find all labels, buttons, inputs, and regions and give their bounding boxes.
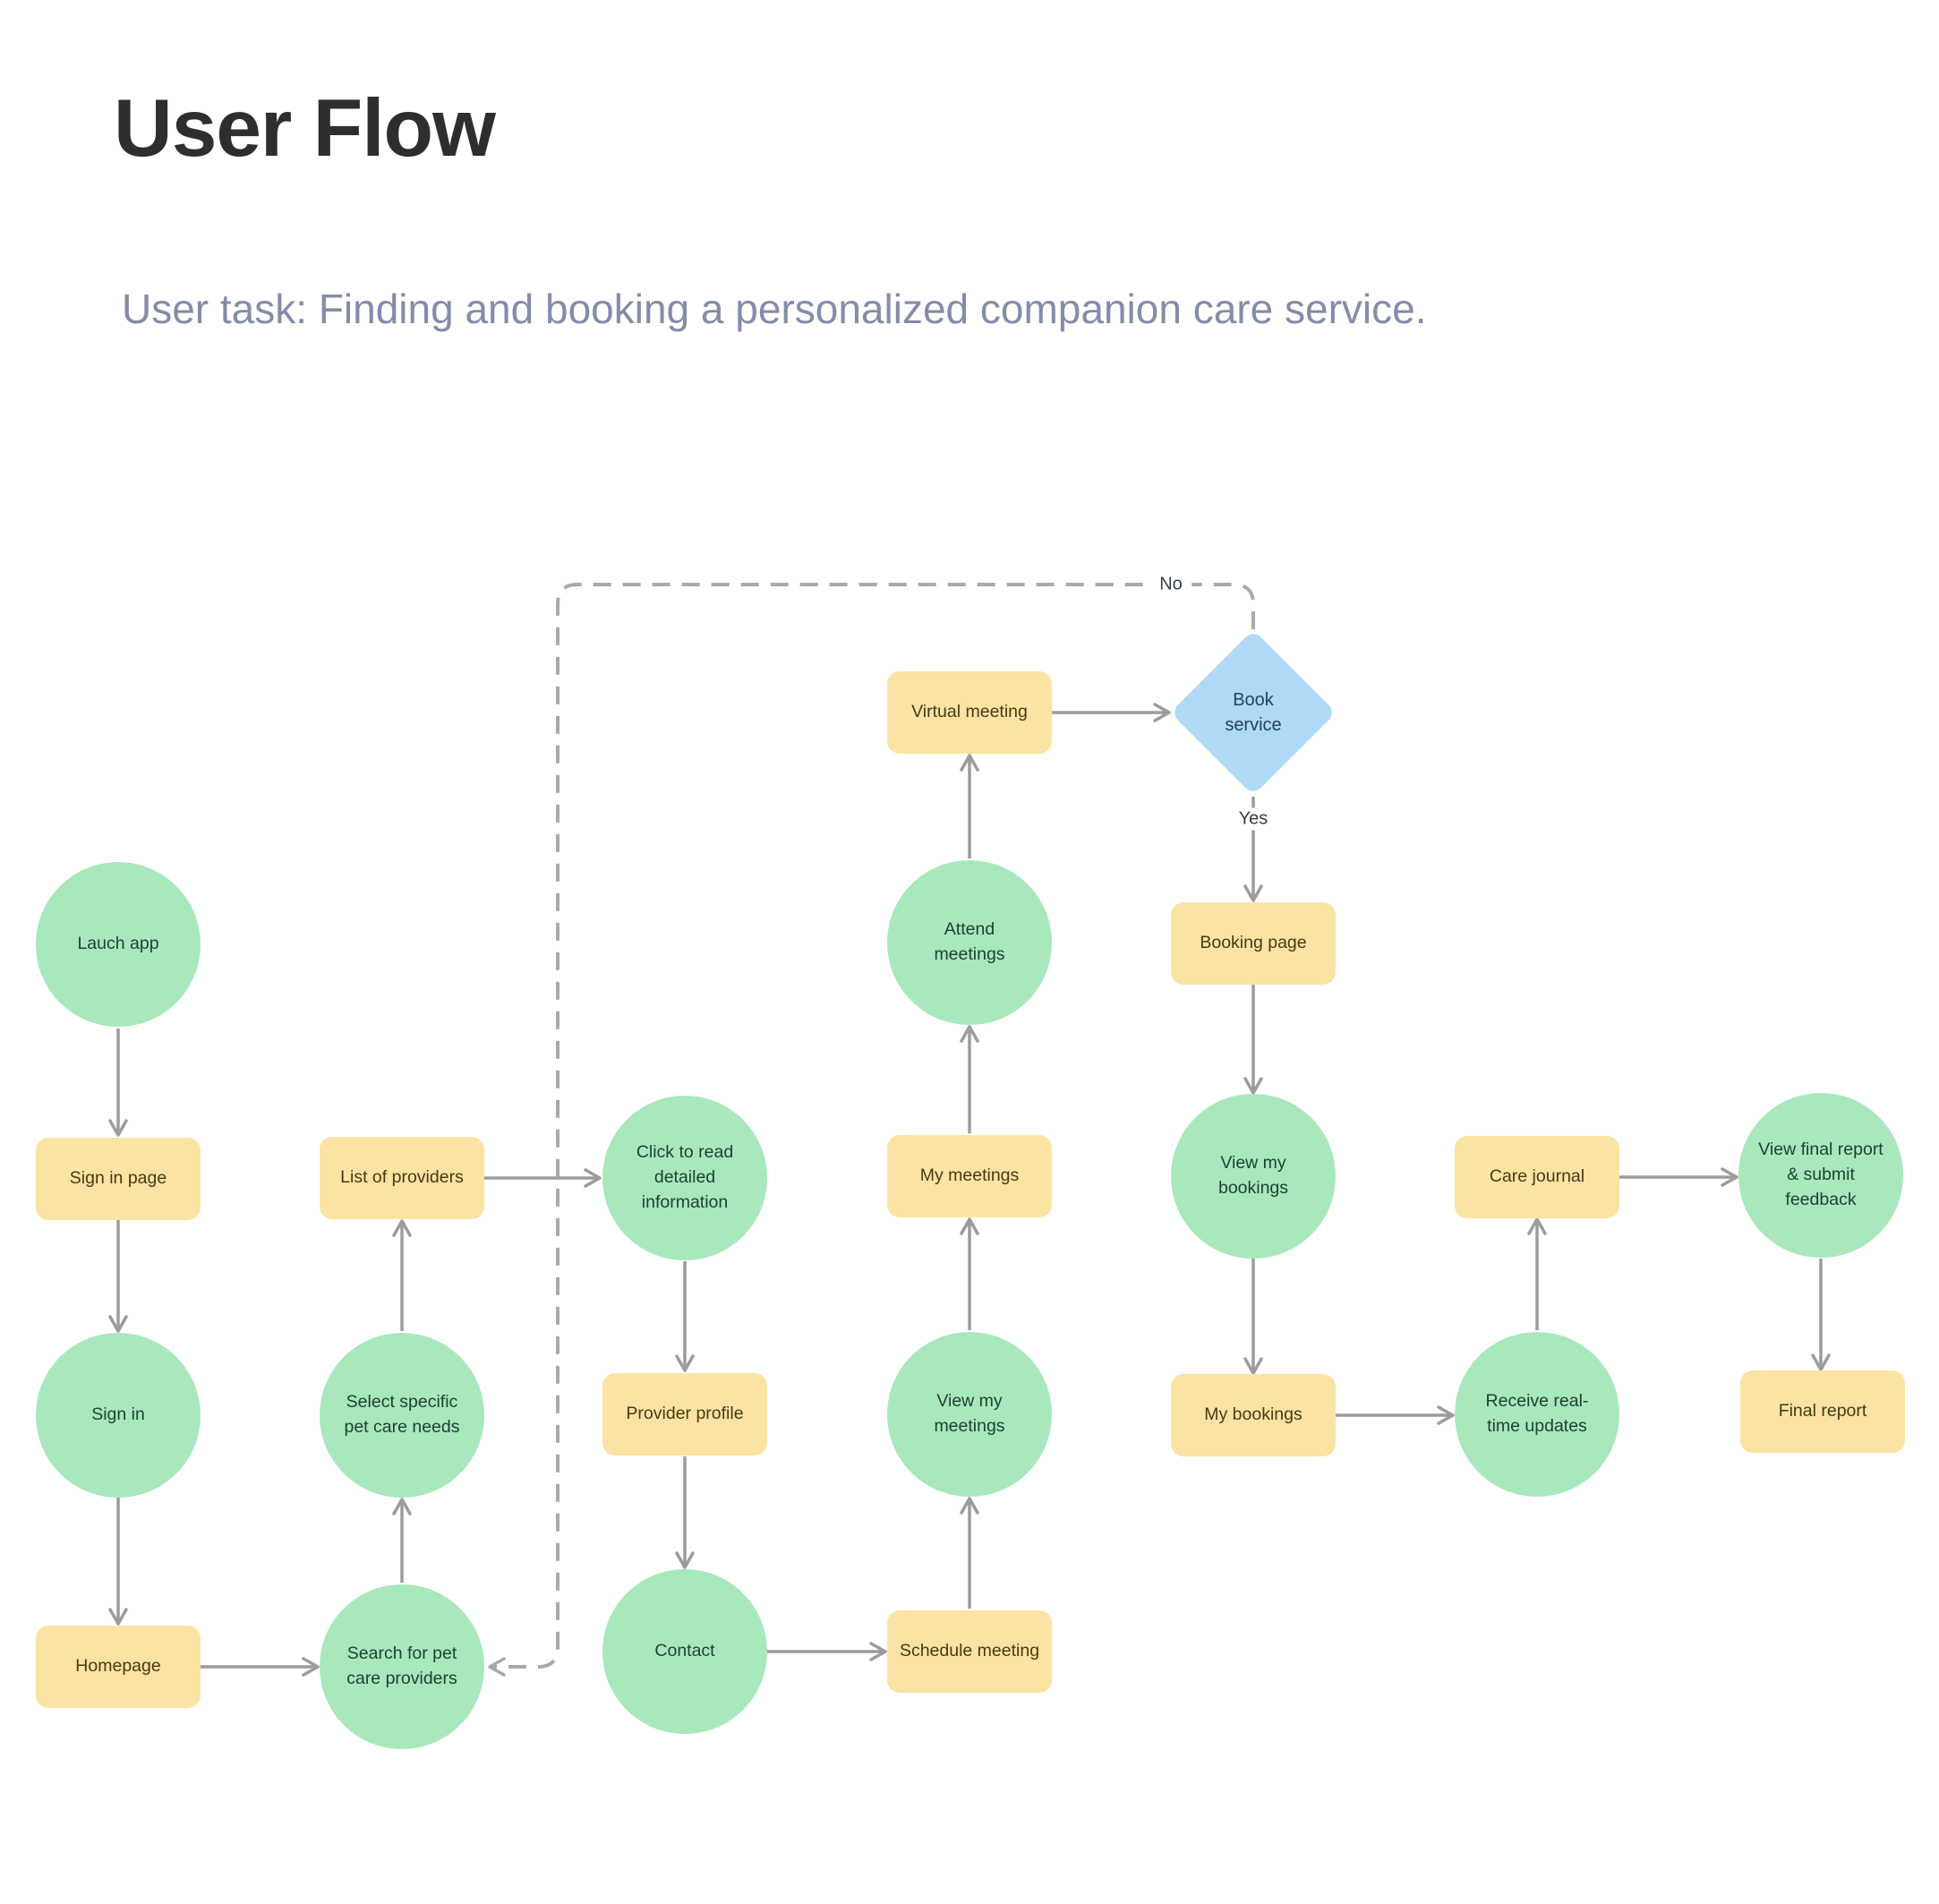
my-bookings-node: My bookings bbox=[1171, 1374, 1336, 1456]
node-label: Homepage bbox=[75, 1656, 161, 1677]
node-label: Schedule meeting bbox=[899, 1641, 1040, 1661]
node-label: View final report & submit feedback bbox=[1758, 1140, 1883, 1209]
node-label: Contact bbox=[654, 1641, 715, 1661]
booking-page-node: Booking page bbox=[1171, 902, 1336, 985]
node-label: View my bookings bbox=[1217, 1153, 1289, 1198]
node-label: Provider profile bbox=[626, 1404, 744, 1424]
view-my-meetings-node: View my meetings bbox=[887, 1332, 1052, 1497]
provider-profile-node: Provider profile bbox=[602, 1373, 767, 1456]
node-label: My meetings bbox=[919, 1165, 1020, 1186]
sign-in-node: Sign in bbox=[36, 1333, 201, 1498]
node-label: Click to read detailed information bbox=[636, 1142, 734, 1212]
book-service-node: Book service bbox=[1170, 629, 1337, 796]
node-label: Final report bbox=[1778, 1401, 1867, 1422]
no-branch-dashed-arrow bbox=[488, 583, 1255, 1677]
click-to-read-detailed-information-node: Click to read detailed information bbox=[602, 1096, 767, 1260]
node-label: Lauch app bbox=[77, 934, 159, 954]
view-final-report-submit-feedback-node: View final report & submit feedback bbox=[1738, 1093, 1903, 1258]
search-for-pet-care-providers-node: Search for pet care providers bbox=[320, 1584, 484, 1749]
attend-meetings-node: Attend meetings bbox=[887, 860, 1052, 1025]
node-label: Attend meetings bbox=[934, 919, 1005, 964]
node-label: Virtual meeting bbox=[911, 702, 1028, 722]
sign-in-page-node: Sign in page bbox=[36, 1138, 201, 1220]
no-branch-label: No bbox=[1150, 573, 1192, 596]
list-of-providers-node: List of providers bbox=[320, 1137, 484, 1219]
node-label: Sign in bbox=[91, 1405, 145, 1425]
node-label: Select specific pet care needs bbox=[344, 1392, 460, 1437]
care-journal-node: Care journal bbox=[1455, 1136, 1619, 1218]
page-title: User Flow bbox=[114, 83, 496, 174]
node-label: My bookings bbox=[1204, 1405, 1303, 1425]
node-label: Search for pet care providers bbox=[346, 1644, 457, 1688]
node-label: Receive real- time updates bbox=[1485, 1391, 1589, 1436]
node-label: Sign in page bbox=[69, 1168, 167, 1189]
launch-app-node: Lauch app bbox=[36, 862, 201, 1027]
node-label: Care journal bbox=[1489, 1166, 1585, 1187]
receive-real-time-updates-node: Receive real- time updates bbox=[1455, 1332, 1619, 1497]
node-label: Booking page bbox=[1200, 933, 1307, 953]
node-label: List of providers bbox=[340, 1167, 464, 1188]
node-label: View my meetings bbox=[934, 1391, 1005, 1436]
my-meetings-node: My meetings bbox=[887, 1135, 1052, 1217]
contact-node: Contact bbox=[602, 1569, 767, 1734]
node-label: Book service bbox=[1225, 689, 1282, 735]
select-specific-pet-care-needs-node: Select specific pet care needs bbox=[320, 1333, 484, 1498]
homepage-node: Homepage bbox=[36, 1626, 201, 1708]
yes-branch-label: Yes bbox=[1229, 807, 1277, 831]
page-subtitle: User task: Finding and booking a persona… bbox=[122, 286, 1427, 332]
final-report-node: Final report bbox=[1740, 1370, 1905, 1453]
schedule-meeting-node: Schedule meeting bbox=[887, 1610, 1052, 1693]
view-my-bookings-node: View my bookings bbox=[1171, 1094, 1336, 1259]
virtual-meeting-node: Virtual meeting bbox=[887, 671, 1052, 754]
